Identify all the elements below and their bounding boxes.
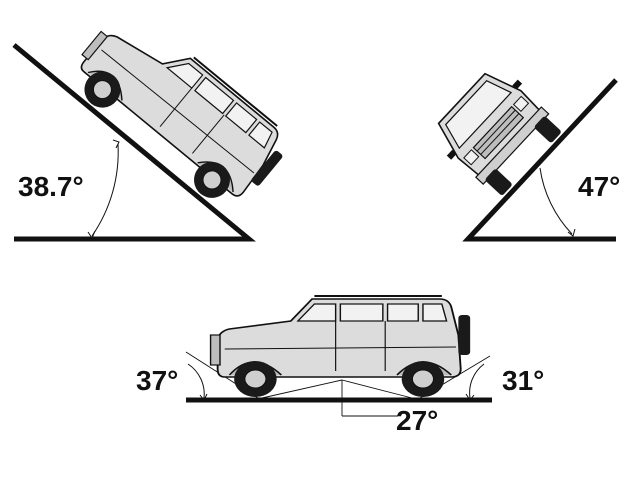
approach-angle-label: 37° — [136, 365, 178, 396]
tilt-angle-label: 47° — [578, 171, 620, 202]
approach-angle-arc — [187, 363, 205, 399]
clearance-panel: 37° 31° 27° — [136, 294, 544, 436]
suv-side-icon — [209, 294, 472, 399]
tilt-panel: 47° — [425, 59, 620, 242]
tilt-angle-arc — [539, 167, 573, 235]
departure-angle-arc — [469, 363, 485, 399]
climb-panel: 38.7° — [12, 0, 297, 242]
breakover-line-front — [261, 379, 343, 399]
climb-angle-label: 38.7° — [18, 171, 84, 202]
breakover-line-rear — [341, 379, 413, 399]
tilt-ramp — [462, 78, 618, 242]
breakover-angle-label: 27° — [396, 405, 438, 436]
departure-angle-label: 31° — [502, 365, 544, 396]
suv-front-icon — [425, 59, 569, 203]
climb-angle-arc — [91, 143, 119, 237]
climb-ramp — [12, 43, 256, 242]
